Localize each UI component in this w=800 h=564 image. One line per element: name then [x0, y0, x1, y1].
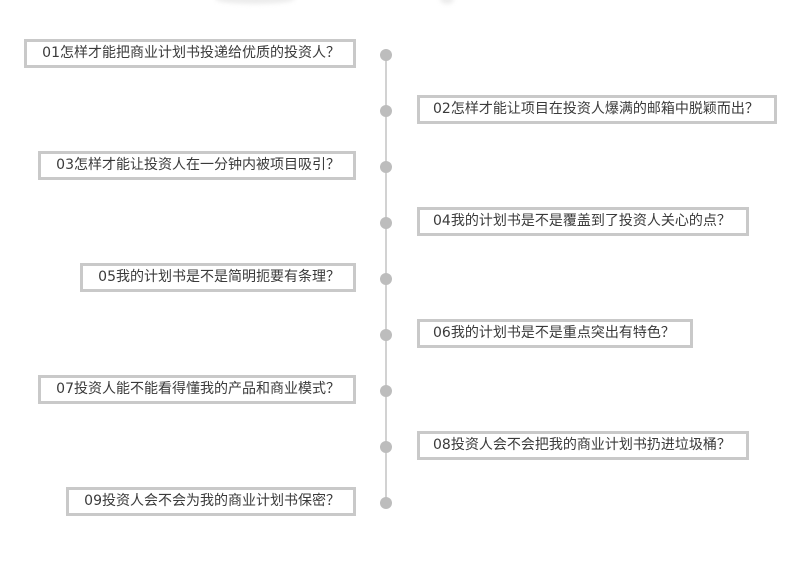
- timeline-dot: [380, 497, 392, 509]
- question-box-03: 03怎样才能让投资人在一分钟内被项目吸引？: [38, 151, 356, 180]
- timeline-dot: [380, 441, 392, 453]
- question-box-01: 01怎样才能把商业计划书投递给优质的投资人？: [24, 39, 356, 68]
- question-box-08: 08投资人会不会把我的商业计划书扔进垃圾桶？: [417, 431, 749, 460]
- timeline-dot: [380, 217, 392, 229]
- timeline-dot: [380, 273, 392, 285]
- timeline-dot: [380, 105, 392, 117]
- question-box-02: 02怎样才能让项目在投资人爆满的邮箱中脱颖而出？: [417, 95, 777, 124]
- timeline-dot: [380, 329, 392, 341]
- question-box-04: 04我的计划书是不是覆盖到了投资人关心的点？: [417, 207, 749, 236]
- timeline-dot: [380, 49, 392, 61]
- timeline-dot: [380, 161, 392, 173]
- question-box-07: 07投资人能不能看得懂我的产品和商业模式？: [38, 375, 356, 404]
- question-box-06: 06我的计划书是不是重点突出有特色？: [417, 319, 693, 348]
- timeline-dot: [380, 385, 392, 397]
- top-decoration: [0, 0, 800, 14]
- question-box-05: 05我的计划书是不是简明扼要有条理？: [80, 263, 356, 292]
- question-box-09: 09投资人会不会为我的商业计划书保密？: [66, 487, 356, 516]
